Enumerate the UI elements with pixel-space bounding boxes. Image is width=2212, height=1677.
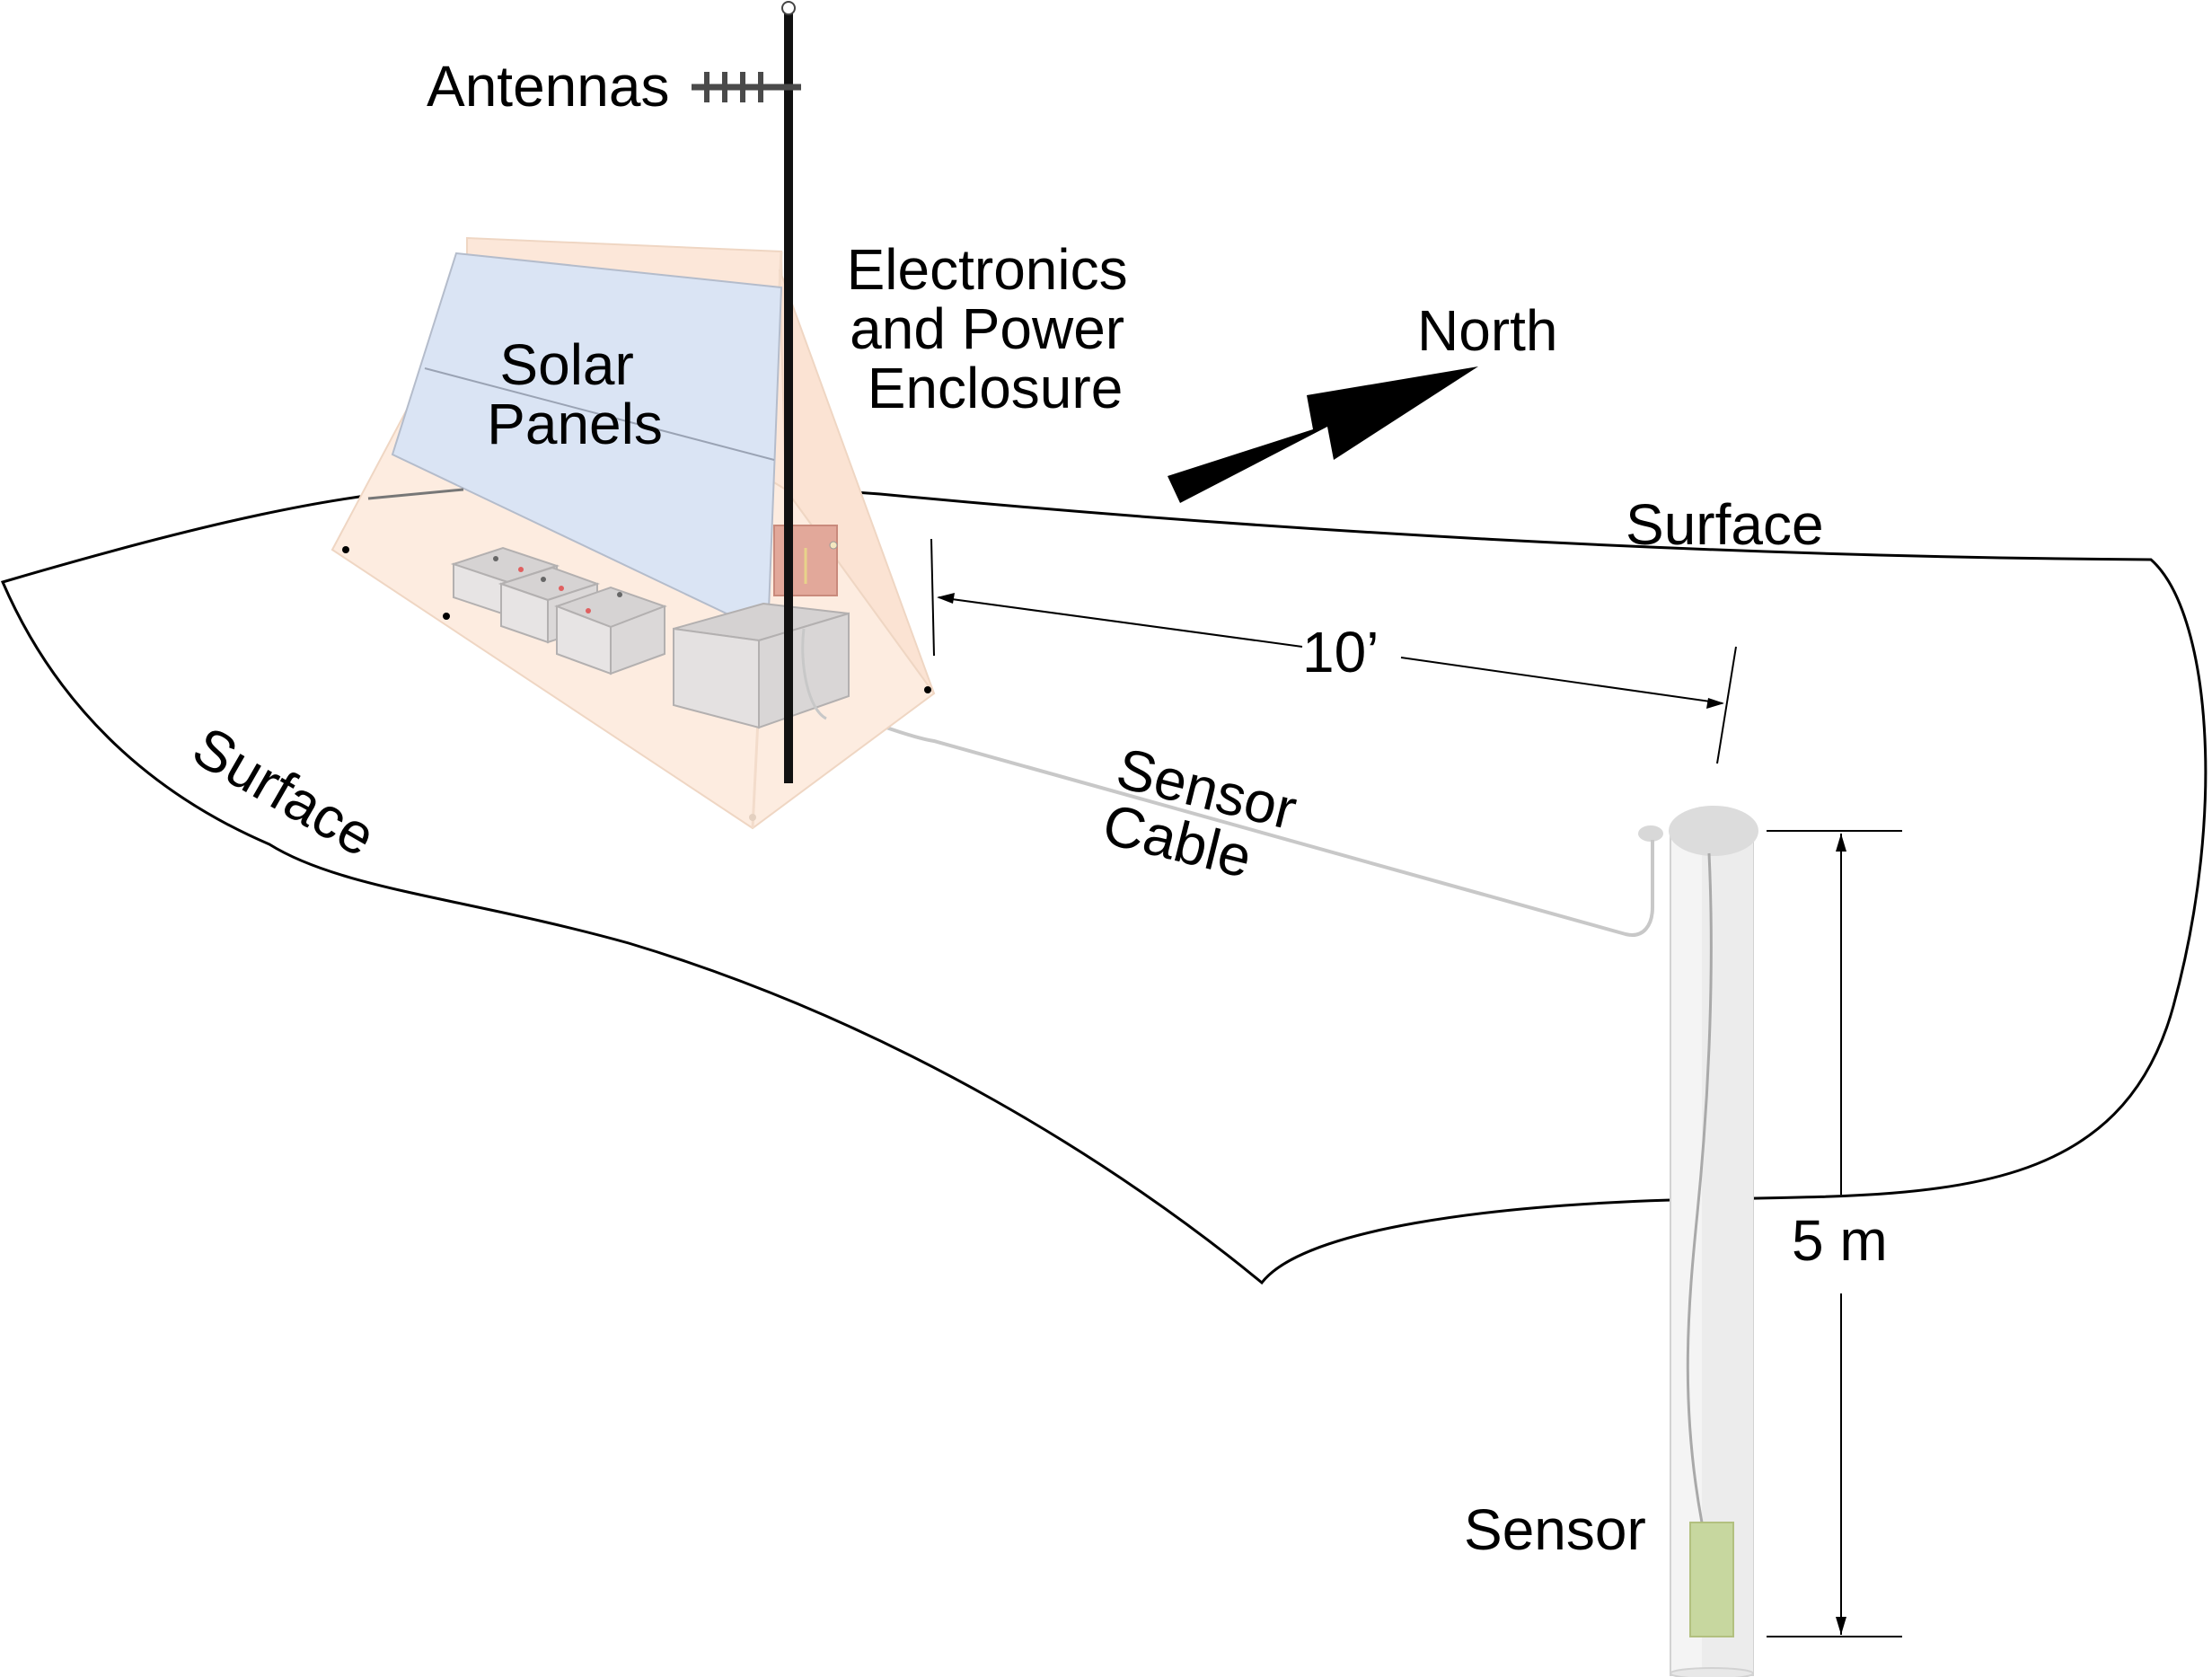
electronics-label-line-1: Electronics xyxy=(847,237,1128,302)
solar-panels-label: Solar Panels xyxy=(487,332,663,456)
surface-right-label: Surface xyxy=(1626,492,1824,557)
sensor-body xyxy=(1689,1522,1734,1637)
depth-label: 5 m xyxy=(1792,1208,1888,1273)
mast-cap-icon xyxy=(781,1,796,15)
battery-3 xyxy=(554,586,667,675)
sensor-cable-downhole xyxy=(1686,852,1713,1523)
frame-feet xyxy=(342,546,931,821)
surface-line-under-station xyxy=(367,488,464,500)
antenna-icon xyxy=(692,72,801,102)
equipment-box xyxy=(673,602,850,729)
electronics-label-line-2: and Power xyxy=(850,296,1124,361)
ground-surface-outline xyxy=(0,485,2208,1285)
north-label: North xyxy=(1417,298,1558,363)
distance-label: 10’ xyxy=(1302,620,1379,684)
solar-panels-label-line-1: Solar xyxy=(499,332,633,397)
sensor-label: Sensor xyxy=(1464,1497,1646,1562)
distance-dimension xyxy=(930,538,1737,764)
electronics-enclosure-label: Electronics and Power Enclosure xyxy=(847,237,1144,420)
arrow-icon xyxy=(1168,366,1478,503)
mast xyxy=(784,9,793,783)
electronics-label-line-3: Enclosure xyxy=(868,356,1124,420)
antennas-label: Antennas xyxy=(427,54,669,119)
borehole-cap xyxy=(1669,806,1758,856)
depth-dimension xyxy=(1767,830,1902,1637)
solar-panels-label-line-2: Panels xyxy=(487,392,663,456)
